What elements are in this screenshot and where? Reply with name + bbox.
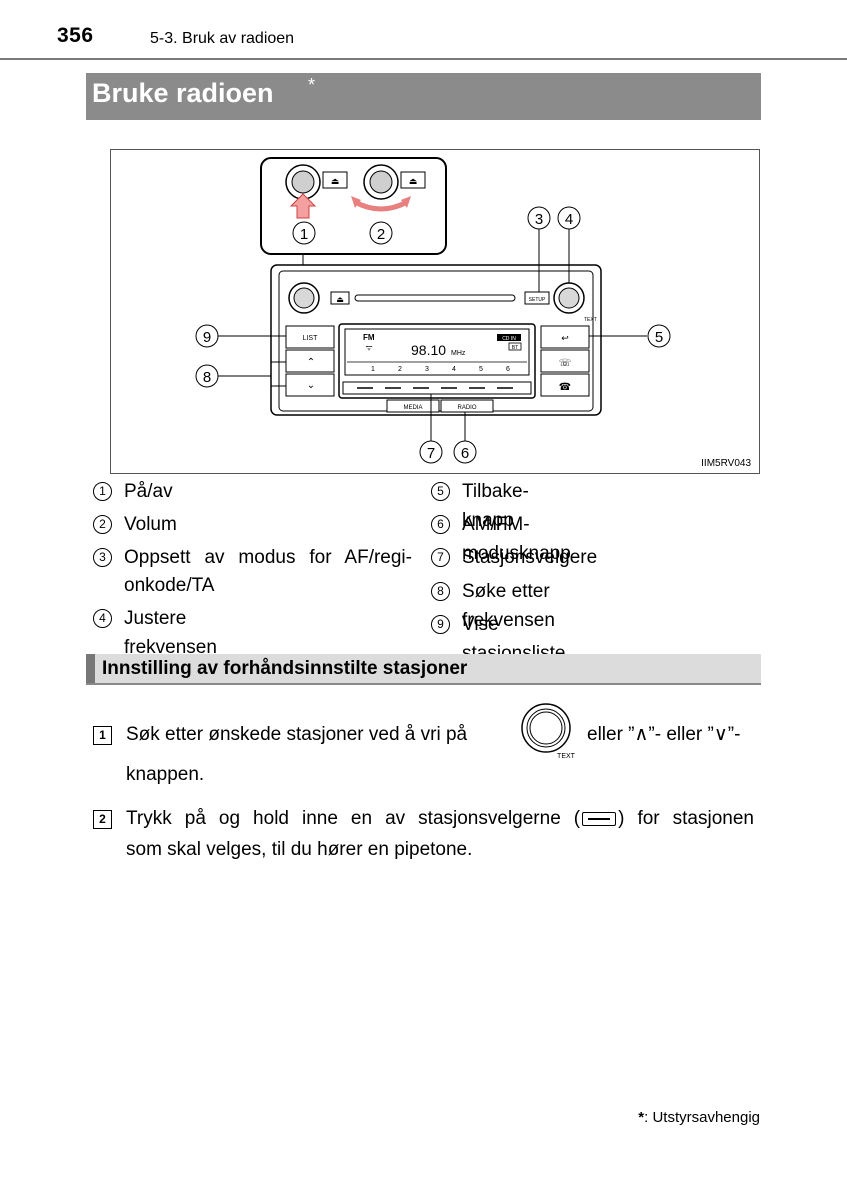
svg-text:⌃: ⌃ <box>307 357 315 368</box>
subsection-accent <box>86 654 95 683</box>
callout-4: 4 <box>565 211 573 228</box>
svg-text:BT: BT <box>512 345 518 351</box>
push-arrow-icon <box>289 193 317 219</box>
subsection-bar: Innstilling av forhåndsinnstilte stasjon… <box>86 654 761 685</box>
svg-text:MHz: MHz <box>451 350 466 357</box>
footnote: *: Utstyrsavhengig <box>638 1109 760 1126</box>
svg-text:3: 3 <box>425 366 429 373</box>
figure-id: IIM5RV043 <box>701 458 751 469</box>
step-1-text: Søk etter ønskede stasjoner ved å vri på <box>126 724 468 745</box>
section-breadcrumb: 5-3. Bruk av radioen <box>150 30 295 47</box>
subsection-title: Innstilling av forhåndsinnstilte stasjon… <box>102 658 468 679</box>
radio-button <box>440 399 494 413</box>
step-1-text-end: knappen. <box>126 764 205 785</box>
cd-slot <box>354 294 516 302</box>
callout-3: 3 <box>535 211 543 228</box>
radio-diagram: ⏏ ⏏ 1 2 <box>195 157 671 464</box>
svg-text:⏏: ⏏ <box>336 295 344 304</box>
svg-text:☏: ☏ <box>559 358 572 369</box>
svg-text:MEDIA: MEDIA <box>403 405 422 411</box>
setup-button <box>524 291 550 305</box>
callout-8: 8 <box>203 369 211 386</box>
callout-6: 6 <box>461 445 469 462</box>
svg-text:⏏: ⏏ <box>409 177 418 187</box>
svg-text:CD IN: CD IN <box>502 336 516 342</box>
step-2-text-cont: som skal velges, til du hører en pipeton… <box>126 839 473 860</box>
svg-text:⏏: ⏏ <box>331 177 340 187</box>
title-bar: Bruke radioen * <box>86 73 761 120</box>
callout-7: 7 <box>427 445 435 462</box>
svg-text:ᯤ: ᯤ <box>365 343 372 352</box>
callout-9: 9 <box>203 329 211 346</box>
svg-text:↩: ↩ <box>561 334 569 344</box>
svg-text:☎: ☎ <box>559 382 571 393</box>
head-unit: TEXT ⏏ SETUP LIST ⌃ ⌄ ↩ ☏ ☎ FM ᯤ <box>270 264 602 416</box>
step-1-text-cont: eller ”∧”- eller ”∨”- <box>587 724 741 745</box>
seek-up-button <box>285 349 335 373</box>
svg-text:5: 5 <box>479 366 483 373</box>
seek-down-button <box>285 373 335 397</box>
title-asterisk: * <box>308 75 316 95</box>
page-title: Bruke radioen <box>92 78 274 108</box>
svg-text:SETUP: SETUP <box>529 297 546 303</box>
callout-2: 2 <box>377 226 385 243</box>
inset-box: ⏏ ⏏ 1 2 <box>260 157 447 255</box>
step-number: 2 <box>93 810 112 829</box>
svg-text:TEXT: TEXT <box>557 753 576 760</box>
phone-answer-button <box>540 349 590 373</box>
list-button <box>285 325 335 349</box>
frequency-readout: 98.10 <box>411 342 446 358</box>
media-button <box>386 399 440 413</box>
svg-text:4: 4 <box>452 366 456 373</box>
svg-text:6: 6 <box>506 366 510 373</box>
callout-5: 5 <box>655 329 663 346</box>
callout-1: 1 <box>300 226 308 243</box>
preset-buttons <box>342 381 532 395</box>
svg-text:LIST: LIST <box>303 335 319 342</box>
svg-text:2: 2 <box>398 366 402 373</box>
svg-text:⌄: ⌄ <box>307 380 315 391</box>
svg-text:RADIO: RADIO <box>457 405 476 411</box>
svg-text:1: 1 <box>371 366 375 373</box>
step-2-text: Trykk på og hold inne en av stasjonsvelg… <box>126 808 754 829</box>
rotate-arrow-icon <box>353 199 409 212</box>
header-rule <box>0 58 847 60</box>
preset-button-icon <box>582 811 617 826</box>
page-number: 356 <box>57 24 94 47</box>
svg-text:TEXT: TEXT <box>584 317 597 323</box>
phone-hangup-button <box>540 373 590 397</box>
step-number: 1 <box>93 726 112 745</box>
radio-figure: ⏏ ⏏ 1 2 <box>110 149 760 474</box>
tune-knob-icon: TEXT <box>521 703 576 760</box>
svg-text:FM: FM <box>363 333 375 342</box>
back-button <box>540 325 590 349</box>
